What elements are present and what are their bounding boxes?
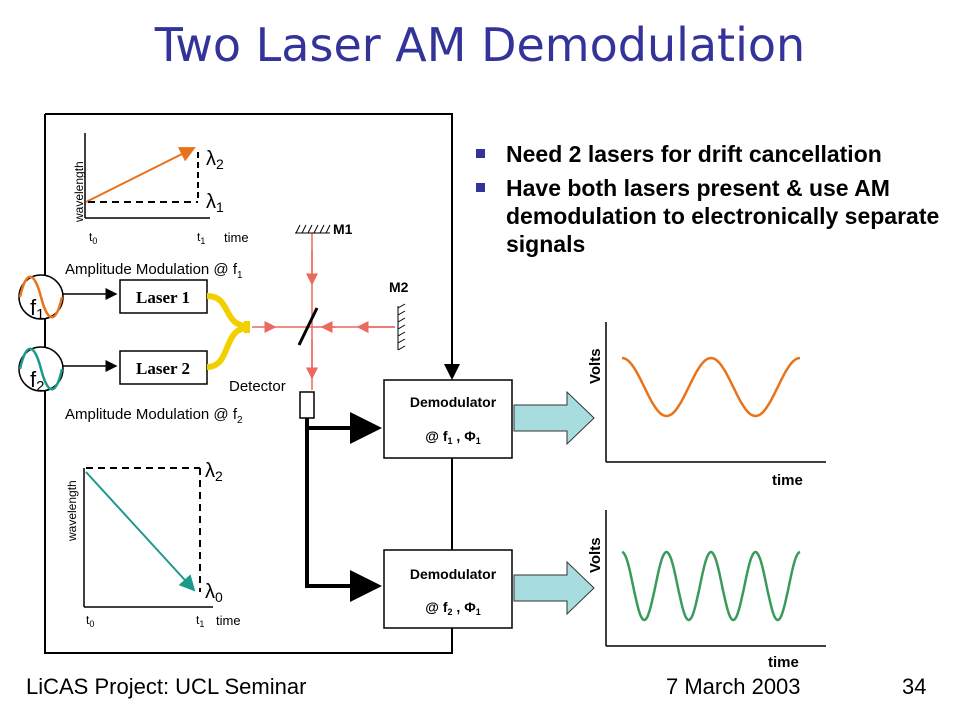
- beam-splitter: [297, 307, 319, 346]
- page-title: Two Laser AM Demodulation: [154, 18, 806, 72]
- output-waveform-1: [621, 356, 801, 418]
- axis-label-y: wavelength: [65, 480, 79, 542]
- output-waveform-2: [621, 550, 801, 622]
- signal-line: [305, 412, 382, 444]
- oscillator-label: f2: [30, 367, 44, 395]
- demodulator-1-title: Demodulator: [410, 394, 497, 410]
- bullet-item: Have both lasers present & use AM demodu…: [476, 174, 956, 258]
- laser-2-box: [119, 350, 208, 385]
- laser-1-label: Laser 1: [136, 288, 190, 307]
- mirror-m1: [295, 224, 331, 234]
- wavelength-plot-2: wavelength t0 t1 time λ2 λ0: [65, 460, 241, 629]
- bullet-list: Need 2 lasers for drift cancellation Hav…: [476, 140, 956, 264]
- mirror-m2-label: M2: [389, 279, 409, 295]
- am-label-2: Amplitude Modulation @ f2: [65, 406, 243, 426]
- ramp-up-line: [85, 147, 196, 203]
- output-plot-1: Volts time: [587, 322, 826, 489]
- output-plot-2: Volts time: [587, 510, 826, 671]
- mirror-m1-label: M1: [333, 221, 353, 237]
- footer-left: LiCAS Project: UCL Seminar: [26, 674, 307, 699]
- detector-box: [299, 391, 315, 419]
- footer-date: 7 March 2003: [666, 674, 801, 699]
- axis-label-x: time: [216, 613, 241, 628]
- bullet-square-icon: [476, 149, 485, 158]
- tick-label-t1: t1: [196, 613, 204, 629]
- laser-1-box: [119, 279, 208, 314]
- demodulator-2-title: Demodulator: [410, 566, 497, 582]
- am-label-1: Amplitude Modulation @ f1: [65, 261, 243, 281]
- lambda-label: λ0: [205, 581, 223, 605]
- bullet-square-icon: [476, 183, 485, 192]
- axis-label-x: time: [224, 230, 249, 245]
- lambda-label: λ2: [206, 148, 224, 172]
- tick-label-t0: t0: [86, 613, 94, 629]
- tick-label-t0: t0: [89, 230, 97, 246]
- lambda-label: λ1: [206, 191, 224, 215]
- axis-label-y: Volts: [587, 348, 604, 384]
- demodulator-1-params: @ f1 , Φ1: [425, 428, 480, 446]
- bullet-text: Have both lasers present & use AM demodu…: [506, 175, 940, 257]
- tick-label-t1: t1: [197, 230, 205, 246]
- wavelength-plot-1: wavelength t0 t1 time λ2 λ1: [72, 133, 249, 246]
- demodulator-1-box: [383, 379, 513, 459]
- bullet-item: Need 2 lasers for drift cancellation: [476, 140, 956, 168]
- oscillator-f1: f1: [18, 274, 64, 323]
- axis-label-x: time: [772, 472, 803, 489]
- laser-2-label: Laser 2: [136, 359, 190, 378]
- mirror-m2: [397, 303, 406, 351]
- oscillator-f2: f2: [18, 346, 64, 395]
- footer-page-number: 34: [902, 674, 927, 699]
- interferometer-beams: [252, 233, 395, 390]
- frame-line: [45, 113, 460, 380]
- axis-label-x: time: [768, 654, 799, 671]
- bullet-text: Need 2 lasers for drift cancellation: [506, 141, 882, 167]
- axis-label-y: wavelength: [72, 161, 86, 223]
- signal-line: [305, 428, 382, 602]
- detector-label: Detector: [229, 378, 286, 395]
- oscillator-label: f1: [30, 295, 44, 323]
- lambda-label: λ2: [205, 460, 223, 484]
- ramp-down-line: [85, 471, 196, 592]
- axis-label-y: Volts: [587, 537, 604, 573]
- fiber-combiner: [206, 293, 250, 370]
- demodulator-2-params: @ f2 , Φ1: [425, 599, 480, 617]
- output-block-arrow: [513, 560, 595, 616]
- output-block-arrow: [513, 390, 595, 446]
- demodulator-2-box: [383, 549, 513, 629]
